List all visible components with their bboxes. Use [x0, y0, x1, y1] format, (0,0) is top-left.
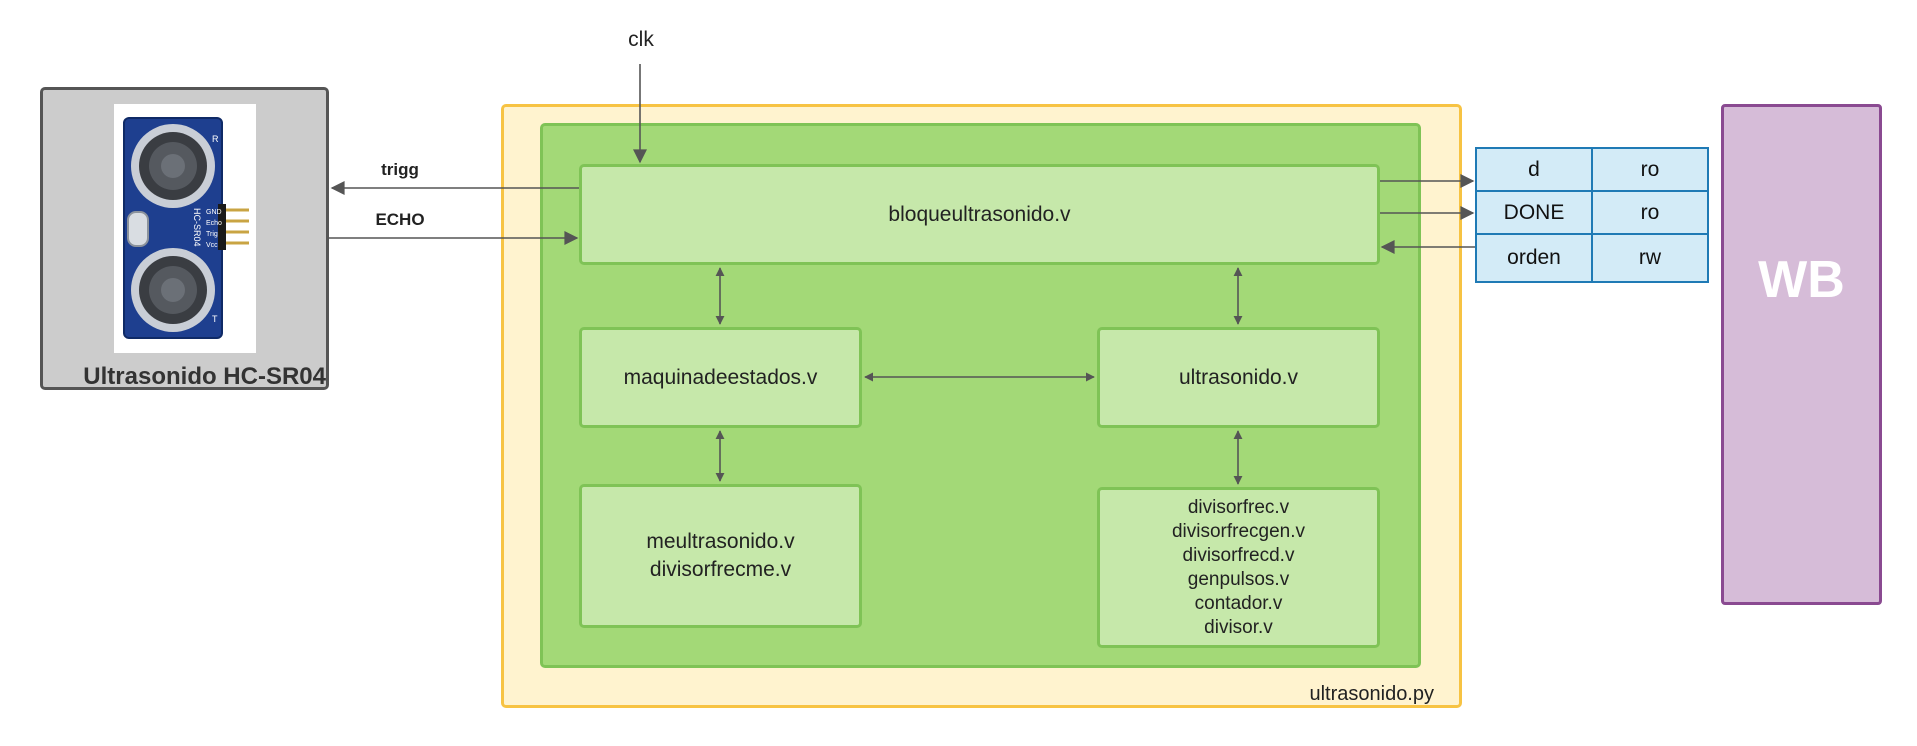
module-label: divisorfrecme.v	[649, 558, 792, 581]
wishbone-bus-block: WB	[1721, 104, 1882, 605]
sensor-side-label: R	[212, 134, 219, 144]
echo-signal-label: ECHO	[375, 210, 425, 229]
sensor-pin-label: Vcc	[206, 242, 218, 249]
register-name-cell: DONE	[1475, 190, 1593, 235]
module-label: divisorfrec.v	[1187, 496, 1290, 518]
module-label: divisorfrecgen.v	[1171, 520, 1306, 542]
register-name-cell: orden	[1475, 233, 1593, 283]
sensor-image-frame: GND Echo Trig Vcc HC-SR04 R T	[114, 104, 256, 353]
module-label: bloqueultrasonido.v	[888, 202, 1071, 226]
module-label: contador.v	[1194, 592, 1283, 614]
register-access-cell: ro	[1591, 190, 1709, 235]
sensor-pin-label: Trig	[206, 231, 218, 238]
module-label: divisor.v	[1204, 616, 1273, 638]
register-access-cell: rw	[1591, 233, 1709, 283]
sensor-module-text: HC-SR04	[192, 208, 202, 247]
module-maquinadeestados: maquinadeestados.v	[579, 327, 862, 428]
wishbone-bus-label: WB	[1758, 250, 1845, 309]
python-wrapper-label: ultrasonido.py	[1309, 683, 1434, 705]
ultrasonic-sensor-icon: GND Echo Trig Vcc HC-SR04 R T	[123, 117, 249, 339]
module-ultrasonido: ultrasonido.v	[1097, 327, 1380, 428]
sensor-pin-label: GND	[206, 209, 222, 216]
module-label: meultrasonido.v	[646, 530, 795, 553]
module-label: ultrasonido.v	[1178, 365, 1299, 389]
sensor-pin-label: Echo	[206, 220, 222, 227]
trigg-signal-label: trigg	[381, 160, 419, 179]
module-bloqueultrasonido: bloqueultrasonido.v	[579, 164, 1380, 265]
module-meultrasonido: meultrasonido.v divisorfrecme.v	[579, 484, 862, 628]
sensor-label: Ultrasonido HC-SR04	[83, 363, 326, 390]
module-label: genpulsos.v	[1187, 568, 1290, 590]
clk-signal-label: clk	[628, 28, 654, 51]
sensor-side-label: T	[212, 314, 218, 324]
sensor-block: GND Echo Trig Vcc HC-SR04 R T Ultrasonid…	[40, 87, 329, 390]
module-label: divisorfrecd.v	[1182, 544, 1295, 566]
module-label: maquinadeestados.v	[623, 365, 818, 389]
module-divisores: divisorfrec.v divisorfrecgen.v divisorfr…	[1097, 487, 1380, 648]
